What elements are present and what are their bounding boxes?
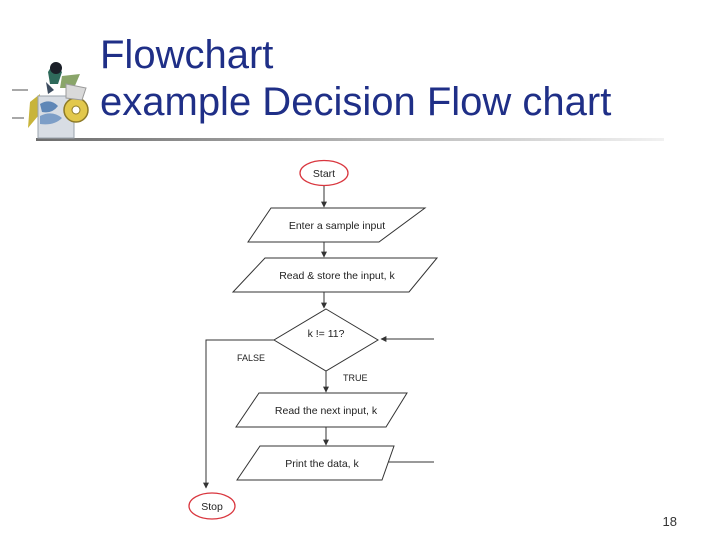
slide-title-line1: Flowchart — [100, 33, 274, 77]
stop-terminal: Stop — [188, 492, 236, 520]
title-divider — [36, 138, 664, 141]
print-step: Print the data, k — [236, 445, 395, 481]
read-next-step-label: Read the next input, k — [275, 405, 378, 417]
page-number: 18 — [662, 514, 677, 529]
print-step-label: Print the data, k — [285, 458, 359, 470]
slide-title-line2: example Decision Flow chart — [100, 80, 612, 124]
start-label: Start — [313, 168, 335, 180]
read-store-step-label: Read & store the input, k — [279, 270, 395, 282]
stop-label: Stop — [201, 501, 223, 513]
slide-title: Flowchart example Decision Flow chart — [100, 32, 611, 126]
start-terminal: Start — [299, 159, 349, 187]
false-label: FALSE — [237, 353, 265, 363]
false-branch-line — [203, 339, 274, 489]
decision-node: k != 11? — [273, 308, 379, 372]
input-step-label: Enter a sample input — [289, 220, 385, 232]
input-step: Enter a sample input — [247, 207, 427, 243]
decision-label: k != 11? — [308, 328, 345, 340]
read-next-step: Read the next input, k — [235, 392, 408, 428]
theme-logo-icon — [12, 62, 89, 139]
read-store-step: Read & store the input, k — [231, 257, 439, 293]
true-label: TRUE — [343, 373, 368, 383]
